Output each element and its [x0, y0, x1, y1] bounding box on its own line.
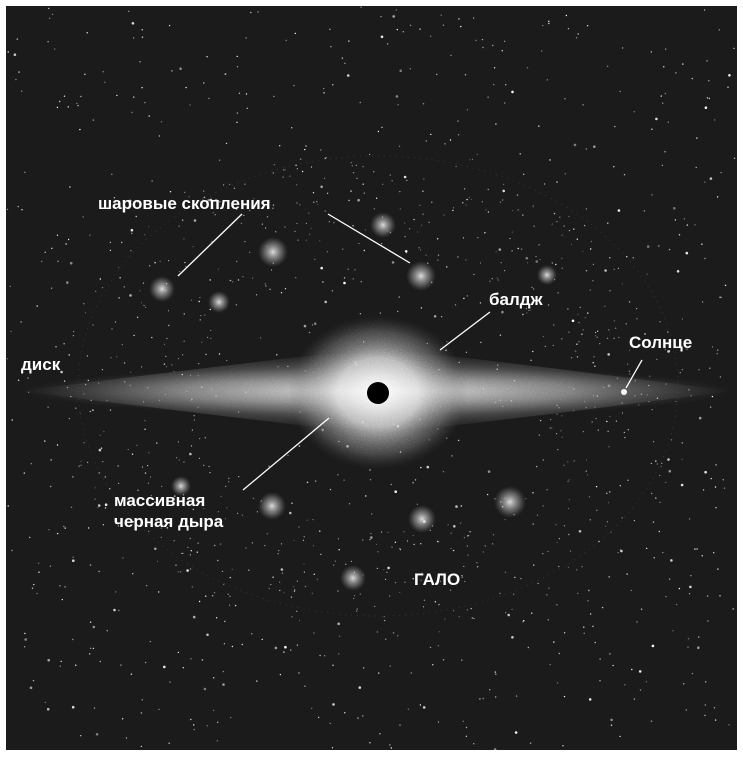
label-halo: ГАЛО — [414, 570, 461, 589]
globular-clusters — [149, 212, 557, 591]
galaxy-illustration — [6, 6, 737, 750]
galaxy-grain — [6, 6, 737, 750]
sun-marker — [621, 389, 627, 395]
globular-cluster — [149, 276, 175, 302]
globular-cluster — [408, 505, 436, 533]
sun-leader — [625, 359, 643, 389]
globular-cluster — [208, 291, 230, 313]
globular-cluster — [258, 492, 286, 520]
globular-cluster — [537, 265, 557, 285]
clusters-leader-left — [177, 213, 243, 277]
clusters-leader-right — [327, 213, 411, 264]
label-sun: Солнце — [629, 333, 693, 352]
label-bulge: балдж — [489, 290, 543, 309]
globular-cluster — [494, 486, 526, 518]
globular-cluster — [340, 565, 366, 591]
black-hole — [367, 382, 389, 404]
label-globular-clusters: шаровые скопления — [98, 194, 271, 213]
label-disk: диск — [21, 355, 61, 374]
galaxy-diagram: диск шаровые скопления балдж Солнце масс… — [6, 6, 737, 750]
globular-cluster — [406, 261, 436, 291]
globular-cluster — [370, 212, 396, 238]
bulge-leader — [439, 311, 491, 351]
globular-cluster — [171, 476, 191, 496]
label-black-hole: массивная черная дыра — [114, 491, 224, 531]
globular-cluster — [258, 237, 288, 267]
black-hole-leader — [242, 417, 330, 491]
